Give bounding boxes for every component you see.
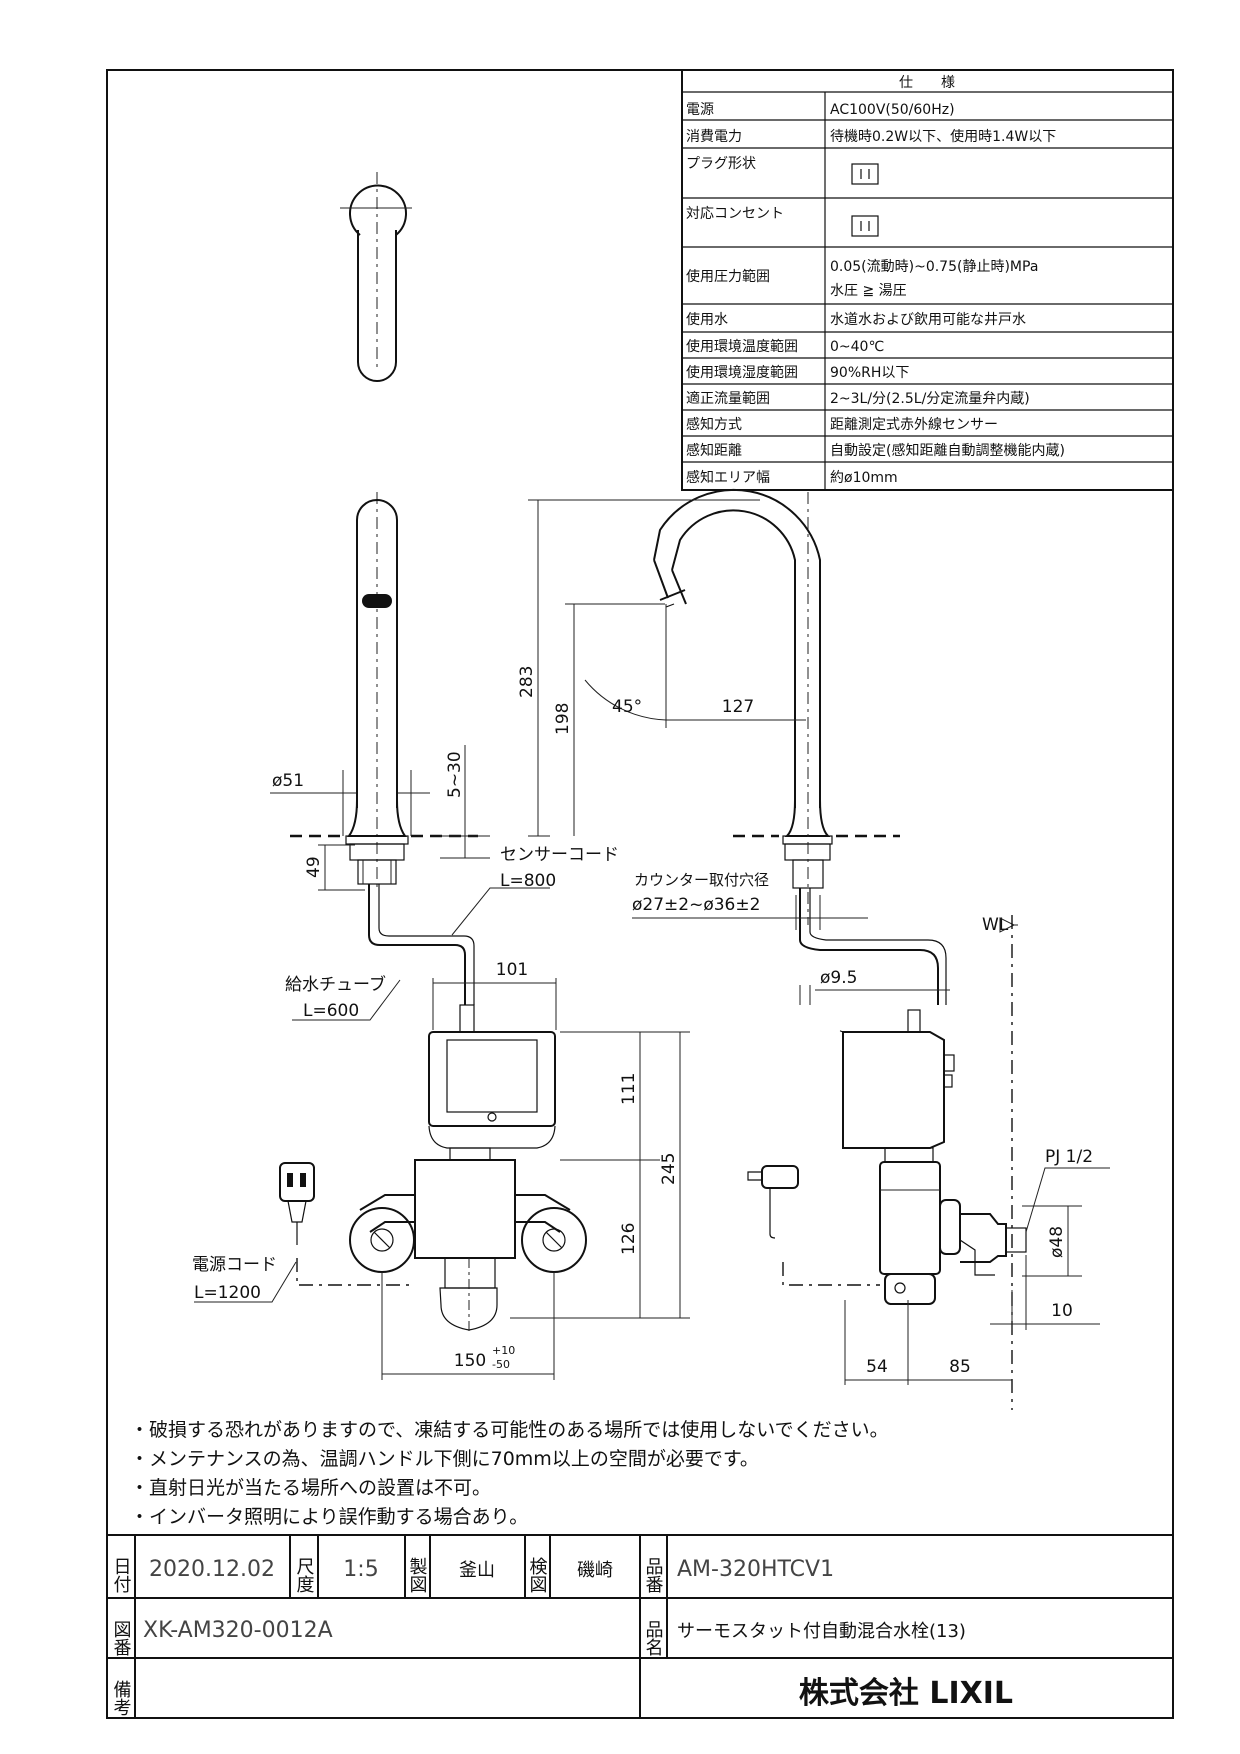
tb-remarks-label: 備考 <box>111 1680 132 1716</box>
side-dimensions: 283 198 45° 127 カウンター取付穴径 ø27±2~ø36±2 WL… <box>517 499 1110 1410</box>
dim-101: 101 <box>496 960 528 980</box>
sensor-window <box>362 594 392 608</box>
dim-150-plus: +10 <box>492 1344 515 1357</box>
tb-drawing-no-label: 図番 <box>111 1620 132 1656</box>
dim-85: 85 <box>949 1357 971 1377</box>
note-1: ・破損する恐れがありますので、凍結する可能性のある場所では使用しないでください。 <box>130 1419 889 1441</box>
spec-label-area: 感知エリア幅 <box>686 469 770 486</box>
dim-wl: WL <box>982 915 1009 935</box>
dim-111: 111 <box>619 1073 639 1105</box>
spec-label-consumption: 消費電力 <box>686 129 742 145</box>
dim-245: 245 <box>659 1153 679 1185</box>
spec-value-pressure: 0.05(流動時)~0.75(静止時)MPa <box>830 259 1038 275</box>
spec-label-outlet: 対応コンセント <box>686 206 784 222</box>
front-view <box>279 492 587 1335</box>
spec-value-distance: 自動設定(感知距離自動調整機能内蔵) <box>830 442 1065 459</box>
dim-49: 49 <box>304 856 324 878</box>
tb-date: 2020.12.02 <box>149 1557 275 1582</box>
dim-45deg: 45° <box>612 697 642 717</box>
tb-checked-by: 磯崎 <box>577 1560 613 1581</box>
callout-supply-tube-length: L=600 <box>303 1001 359 1021</box>
spec-label-distance: 感知距離 <box>686 442 742 459</box>
dim-54: 54 <box>866 1357 888 1377</box>
dim-198: 198 <box>553 703 573 735</box>
note-2: ・メンテナンスの為、温調ハンドル下側に70mm以上の空間が必要です。 <box>130 1448 759 1470</box>
callout-counter-hole: カウンター取付穴径 <box>634 871 769 889</box>
spec-value-flow: 2~3L/分(2.5L/分定流量弁内蔵) <box>830 391 1030 407</box>
plug-shape-icon <box>851 163 879 185</box>
note-3: ・直射日光が当たる場所への設置は不可。 <box>130 1477 491 1499</box>
dim-283: 283 <box>517 666 537 698</box>
callout-power-cord-length: L=1200 <box>194 1283 261 1303</box>
tb-part-name: サーモスタット付自動混合水栓(13) <box>677 1621 966 1642</box>
dim-phi9-5: ø9.5 <box>820 968 857 988</box>
dim-phi48: ø48 <box>1047 1226 1067 1258</box>
dim-pj: PJ 1/2 <box>1045 1147 1093 1167</box>
front-dimensions: ø51 5~30 49 センサーコード L=800 101 給水チューブ L=6… <box>192 745 690 1380</box>
outlet-shape-icon <box>851 215 879 237</box>
dim-150-minus: -50 <box>492 1358 510 1371</box>
tb-scale-label: 尺度 <box>294 1557 315 1593</box>
spec-value-temp: 0~40℃ <box>830 339 884 355</box>
spec-value-pressure-2: 水圧 ≧ 湯圧 <box>830 282 907 299</box>
callout-power-cord: 電源コード <box>192 1255 277 1275</box>
spec-value-consumption: 待機時0.2W以下、使用時1.4W以下 <box>830 128 1056 145</box>
tb-drawn-label: 製図 <box>407 1557 428 1593</box>
spec-table: 仕 様 電源 AC100V(50/60Hz) 消費電力 待機時0.2W以下、使用… <box>681 69 1174 491</box>
top-view <box>340 172 412 382</box>
tb-part-no: AM-320HTCV1 <box>677 1557 834 1582</box>
spec-value-sensing: 距離測定式赤外線センサー <box>830 416 998 433</box>
spec-label-water: 使用水 <box>686 311 728 328</box>
spec-label-temp: 使用環境温度範囲 <box>686 338 798 355</box>
spec-header: 仕 様 <box>899 75 955 91</box>
tb-date-label: 日付 <box>111 1557 132 1594</box>
dim-126: 126 <box>619 1223 639 1255</box>
dim-10: 10 <box>1051 1301 1073 1321</box>
spec-label-plug: プラグ形状 <box>686 156 756 172</box>
spec-label-pressure: 使用圧力範囲 <box>686 268 770 285</box>
note-4: ・インバータ照明により誤作動する場合あり。 <box>130 1506 528 1528</box>
spec-value-area: 約ø10mm <box>830 470 898 486</box>
spec-label-flow: 適正流量範囲 <box>686 390 770 407</box>
tb-part-name-label: 品名 <box>643 1620 664 1656</box>
notes: ・破損する恐れがありますので、凍結する可能性のある場所では使用しないでください。… <box>130 1419 889 1528</box>
dim-150: 150 <box>454 1351 486 1371</box>
tb-company: 株式会社 LIXIL <box>799 1676 1013 1711</box>
power-plug-icon <box>279 1162 315 1245</box>
tb-drawn-by: 釜山 <box>459 1560 495 1581</box>
spec-label-power: 電源 <box>686 102 714 118</box>
tb-checked-label: 検図 <box>527 1557 548 1593</box>
spec-label-sensing: 感知方式 <box>686 416 742 433</box>
power-plug-side-icon <box>747 1165 799 1239</box>
callout-supply-tube: 給水チューブ <box>285 974 386 995</box>
spec-value-power: AC100V(50/60Hz) <box>830 102 955 118</box>
dim-5-30: 5~30 <box>445 751 465 798</box>
side-view <box>653 488 1027 1305</box>
callout-sensor-cord-length: L=800 <box>500 871 556 891</box>
title-block: 日付 2020.12.02 尺度 1:5 製図 釜山 検図 磯崎 品番 AM-3… <box>107 1534 1173 1718</box>
callout-sensor-cord: センサーコード <box>500 845 619 865</box>
spec-value-water: 水道水および飲用可能な井戸水 <box>830 312 1026 328</box>
tb-scale: 1:5 <box>343 1557 378 1582</box>
spec-label-humidity: 使用環境湿度範囲 <box>686 364 798 381</box>
tb-part-no-label: 品番 <box>643 1557 664 1593</box>
spec-value-humidity: 90%RH以下 <box>830 365 909 381</box>
tb-drawing-no: XK-AM320-0012A <box>143 1618 333 1643</box>
dim-phi51: ø51 <box>272 771 304 791</box>
callout-counter-hole-size: ø27±2~ø36±2 <box>632 895 760 915</box>
dim-127: 127 <box>722 697 754 717</box>
